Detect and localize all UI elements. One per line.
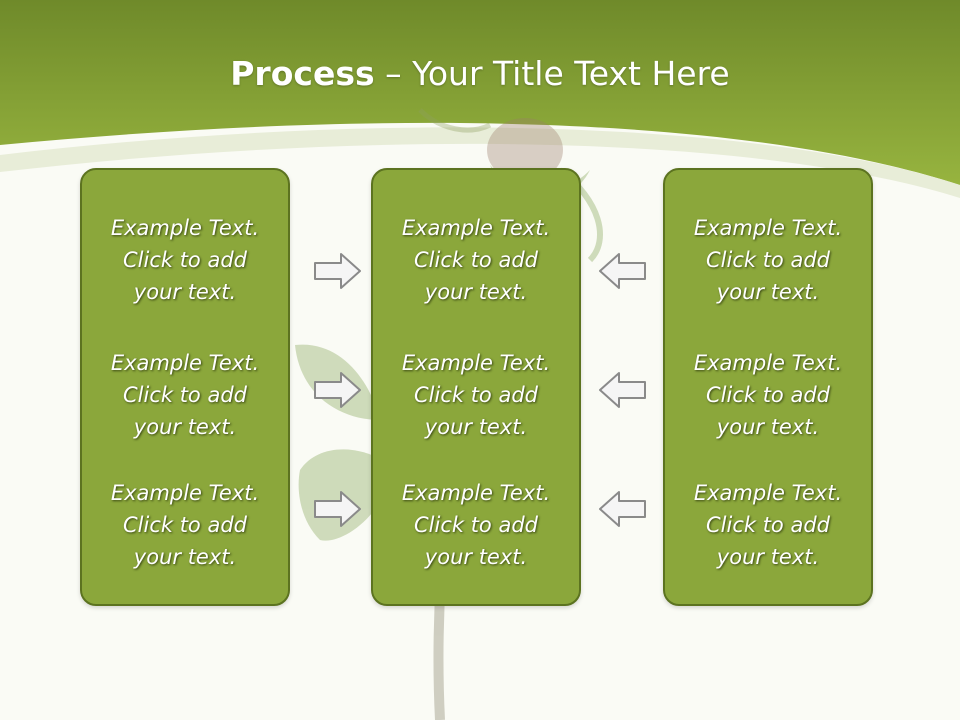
text-block[interactable]: Example Text. Click to add your text. xyxy=(401,216,551,304)
left-arrow-icon xyxy=(599,372,646,408)
text-block[interactable]: Example Text. Click to add your text. xyxy=(110,216,260,304)
title-rest: – Your Title Text Here xyxy=(374,54,730,93)
right-arrow-icon xyxy=(314,253,361,289)
right-arrow-icon xyxy=(314,491,361,527)
title-bold: Process xyxy=(230,54,375,93)
left-arrow-icon xyxy=(599,253,646,289)
process-box-middle[interactable]: Example Text. Click to add your text. Ex… xyxy=(371,168,581,606)
text-block[interactable]: Example Text. Click to add your text. xyxy=(693,351,843,439)
text-block[interactable]: Example Text. Click to add your text. xyxy=(401,481,551,569)
text-block[interactable]: Example Text. Click to add your text. xyxy=(110,351,260,439)
text-block[interactable]: Example Text. Click to add your text. xyxy=(401,351,551,439)
process-box-right[interactable]: Example Text. Click to add your text. Ex… xyxy=(663,168,873,606)
right-arrow-icon xyxy=(314,372,361,408)
slide-title: Process – Your Title Text Here xyxy=(0,52,960,96)
text-block[interactable]: Example Text. Click to add your text. xyxy=(693,481,843,569)
header-band xyxy=(0,0,960,185)
process-box-left[interactable]: Example Text. Click to add your text. Ex… xyxy=(80,168,290,606)
header-swoosh xyxy=(0,127,960,198)
text-block[interactable]: Example Text. Click to add your text. xyxy=(693,216,843,304)
text-block[interactable]: Example Text. Click to add your text. xyxy=(110,481,260,569)
left-arrow-icon xyxy=(599,491,646,527)
